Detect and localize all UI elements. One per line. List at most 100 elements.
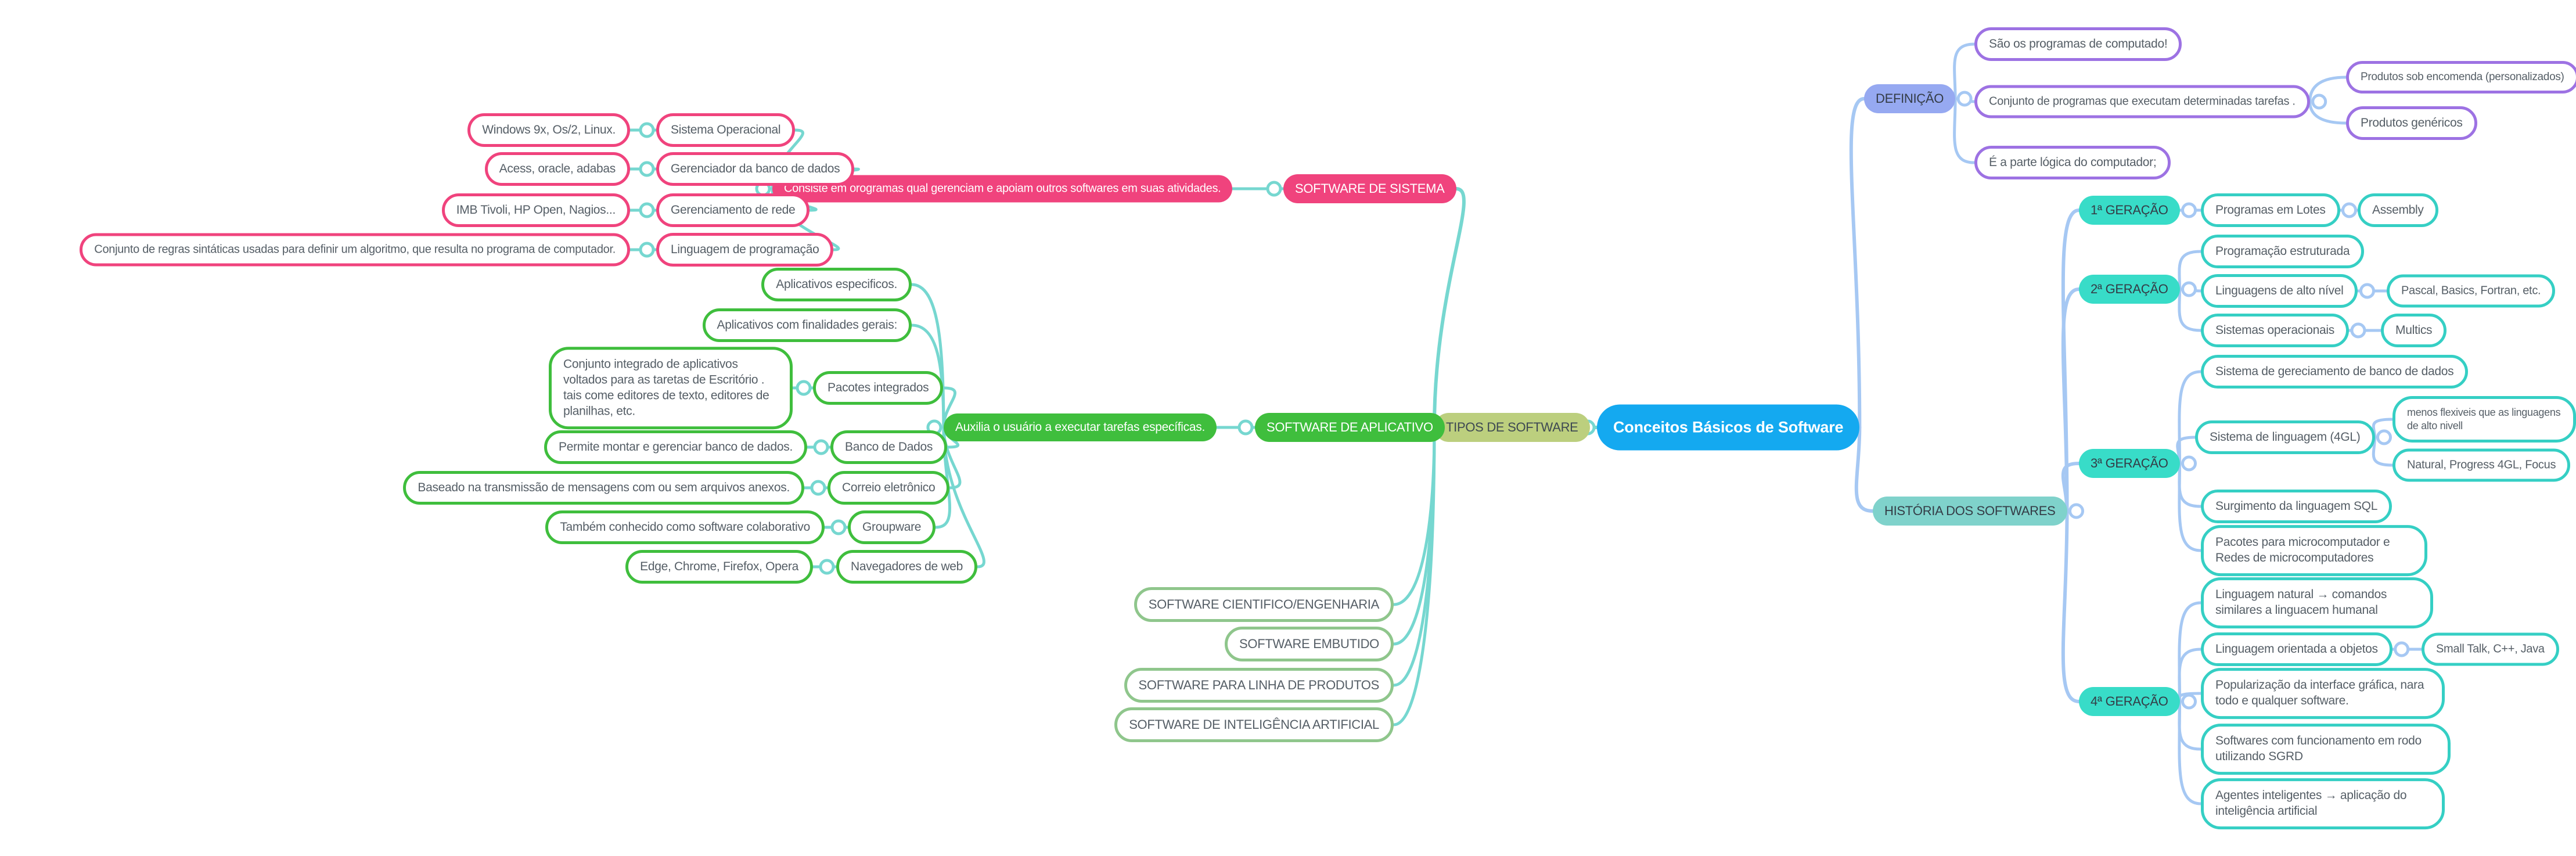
node-sao-label: São os programas de computado! xyxy=(1989,37,2168,51)
node-apger-label: Aplicativos com finalidades gerais: xyxy=(717,318,898,332)
node-win[interactable]: Windows 9x, Os/2, Linux. xyxy=(467,113,630,147)
node-altonivel-label: Linguagens de alto nível xyxy=(2215,284,2344,297)
node-sob[interactable]: Produtos sob encomenda (personalizados) xyxy=(2346,61,2576,93)
node-g4[interactable]: 4ª GERAÇÃO xyxy=(2079,687,2180,716)
node-lingnat-label: Linguagem natural → comandos similares a… xyxy=(2215,588,2387,617)
node-small[interactable]: Small Talk, C++, Java xyxy=(2422,632,2559,666)
node-gerrede[interactable]: Gerenciamento de rede xyxy=(656,193,810,227)
node-tipos[interactable]: TIPOS DE SOFTWARE xyxy=(1434,413,1590,442)
node-central[interactable]: Conceitos Básicos de Software xyxy=(1597,404,1860,451)
node-lotes[interactable]: Programas em Lotes xyxy=(2201,193,2340,227)
node-gerbanco-label: Sistema de gereciamento de banco de dado… xyxy=(2215,365,2454,378)
node-agentes[interactable]: Agentes inteligentes → aplicação do inte… xyxy=(2201,778,2445,829)
node-pacint-label: Pacotes integrados xyxy=(828,381,929,394)
node-sql[interactable]: Surgimento da linguagem SQL xyxy=(2201,490,2392,523)
node-g4-label: 4ª GERAÇÃO xyxy=(2091,694,2168,708)
node-lingprog-label: Linguagem de programação xyxy=(671,243,819,256)
node-menos-label: menos flexiveis que as linguagens de alt… xyxy=(2407,406,2561,431)
node-pacint[interactable]: Pacotes integrados xyxy=(813,371,944,405)
node-gerbd-label: Gerenciador da banco de dados xyxy=(671,162,840,175)
node-sisops[interactable]: Sistemas operacionais xyxy=(2201,314,2349,347)
node-embut[interactable]: SOFTWARE EMBUTIDO xyxy=(1225,627,1394,661)
node-g2[interactable]: 2ª GERAÇÃO xyxy=(2079,275,2180,304)
node-sisops-label: Sistemas operacionais xyxy=(2215,323,2334,337)
node-func[interactable]: Softwares com funcionamento em rodo util… xyxy=(2201,724,2451,775)
node-lingnat[interactable]: Linguagem natural → comandos similares a… xyxy=(2201,577,2433,628)
node-imb-label: IMB Tivoli, HP Open, Nagios... xyxy=(456,203,616,217)
node-baseado-label: Baseado na transmissão de mensagens com … xyxy=(418,481,790,494)
node-conjint[interactable]: Conjunto integrado de aplicativos voltad… xyxy=(549,347,793,429)
node-bd[interactable]: Banco de Dados xyxy=(830,430,948,464)
node-linha[interactable]: SOFTWARE PARA LINHA DE PRODUTOS xyxy=(1124,668,1394,703)
node-gerbd[interactable]: Gerenciador da banco de dados xyxy=(656,152,855,186)
node-group[interactable]: Groupware xyxy=(848,510,936,544)
node-correio[interactable]: Correio eletrônico xyxy=(828,471,950,505)
node-swapp[interactable]: SOFTWARE DE APLICATIVO xyxy=(1255,413,1445,442)
node-tambem[interactable]: Também conhecido como software colaborat… xyxy=(545,510,825,544)
node-hist[interactable]: HISTÓRIA DOS SOFTWARES xyxy=(1873,497,2067,526)
node-apger[interactable]: Aplicativos com finalidades gerais: xyxy=(702,308,912,342)
node-cient[interactable]: SOFTWARE CIENTIFICO/ENGENHARIA xyxy=(1134,587,1394,622)
node-acess[interactable]: Acess, oracle, adabas xyxy=(484,152,630,186)
node-swsistema[interactable]: SOFTWARE DE SISTEMA xyxy=(1283,174,1456,203)
node-correio-label: Correio eletrônico xyxy=(842,481,936,494)
node-natural[interactable]: Natural, Progress 4GL, Focus xyxy=(2392,448,2571,482)
node-imb[interactable]: IMB Tivoli, HP Open, Nagios... xyxy=(441,193,630,227)
node-edge[interactable]: Edge, Chrome, Firefox, Opera xyxy=(625,550,813,584)
node-baseado[interactable]: Baseado na transmissão de mensagens com … xyxy=(403,471,804,505)
node-progest[interactable]: Programação estruturada xyxy=(2201,235,2365,268)
node-eaparte[interactable]: É a parte lógica do computador; xyxy=(1974,146,2171,179)
node-gerrede-label: Gerenciamento de rede xyxy=(671,203,796,217)
node-popular-label: Popularização da interface gráfica, nara… xyxy=(2215,678,2424,707)
node-lotes-label: Programas em Lotes xyxy=(2215,203,2326,217)
node-pacmicro[interactable]: Pacotes para microcomputador e Redes de … xyxy=(2201,525,2427,576)
node-conjprog-label: Conjunto de programas que executam deter… xyxy=(1989,95,2296,108)
node-eaparte-label: É a parte lógica do computador; xyxy=(1989,156,2157,169)
node-embut-label: SOFTWARE EMBUTIDO xyxy=(1239,636,1379,651)
node-sling[interactable]: Sistema de linguagem (4GL) xyxy=(2195,420,2375,454)
node-lingobj[interactable]: Linguagem orientada a objetos xyxy=(2201,632,2392,666)
node-natural-label: Natural, Progress 4GL, Focus xyxy=(2407,458,2556,472)
node-win-label: Windows 9x, Os/2, Linux. xyxy=(482,123,616,136)
node-tambem-label: Também conhecido como software colaborat… xyxy=(560,520,810,534)
node-permite-label: Permite montar e gerenciar banco de dado… xyxy=(559,440,793,454)
node-swsistema-label: SOFTWARE DE SISTEMA xyxy=(1295,181,1445,196)
node-auxilia[interactable]: Auxilia o usuário a executar tarefas esp… xyxy=(943,413,1217,441)
node-gen[interactable]: Produtos genéricos xyxy=(2346,106,2477,140)
node-permite[interactable]: Permite montar e gerenciar banco de dado… xyxy=(544,430,807,464)
node-popular[interactable]: Popularização da interface gráfica, nara… xyxy=(2201,668,2445,719)
node-naveg[interactable]: Navegadores de web xyxy=(836,550,978,584)
node-sao[interactable]: São os programas de computado! xyxy=(1974,27,2182,61)
node-auxilia-label: Auxilia o usuário a executar tarefas esp… xyxy=(955,420,1205,434)
node-assembly[interactable]: Assembly xyxy=(2358,193,2438,227)
node-group-label: Groupware xyxy=(862,520,922,534)
node-bd-label: Banco de Dados xyxy=(845,440,933,454)
node-g1[interactable]: 1ª GERAÇÃO xyxy=(2079,196,2180,225)
node-tipos-label: TIPOS DE SOFTWARE xyxy=(1446,420,1578,434)
node-sql-label: Surgimento da linguagem SQL xyxy=(2215,499,2378,513)
node-g3[interactable]: 3ª GERAÇÃO xyxy=(2079,449,2180,478)
node-gerbanco[interactable]: Sistema de gereciamento de banco de dado… xyxy=(2201,355,2469,389)
node-consiste-label: Consiste em orogramas qual gerenciam e a… xyxy=(784,182,1221,195)
node-def-label: DEFINIÇÃO xyxy=(1876,91,1944,106)
node-pascal[interactable]: Pascal, Basics, Fortran, etc. xyxy=(2387,274,2556,308)
node-sisop[interactable]: Sistema Operacional xyxy=(656,113,796,147)
node-regras[interactable]: Conjunto de regras sintáticas usadas par… xyxy=(80,233,630,267)
node-swapp-label: SOFTWARE DE APLICATIVO xyxy=(1267,420,1433,434)
node-ia-label: SOFTWARE DE INTELIGÊNCIA ARTIFICIAL xyxy=(1129,717,1379,732)
node-sling-label: Sistema de linguagem (4GL) xyxy=(2210,430,2361,444)
node-agentes-label: Agentes inteligentes → aplicação do inte… xyxy=(2215,789,2407,818)
node-pascal-label: Pascal, Basics, Fortran, etc. xyxy=(2401,284,2541,297)
node-apesp[interactable]: Aplicativos especificos. xyxy=(761,268,912,301)
node-linha-label: SOFTWARE PARA LINHA DE PRODUTOS xyxy=(1138,678,1380,692)
node-multics[interactable]: Multics xyxy=(2381,314,2447,347)
node-conjprog[interactable]: Conjunto de programas que executam deter… xyxy=(1974,85,2310,118)
node-altonivel[interactable]: Linguagens de alto nível xyxy=(2201,274,2358,308)
node-def[interactable]: DEFINIÇÃO xyxy=(1864,84,1956,113)
node-edge-label: Edge, Chrome, Firefox, Opera xyxy=(640,560,798,573)
node-small-label: Small Talk, C++, Java xyxy=(2436,642,2545,656)
node-ia[interactable]: SOFTWARE DE INTELIGÊNCIA ARTIFICIAL xyxy=(1114,707,1394,742)
node-menos[interactable]: menos flexiveis que as linguagens de alt… xyxy=(2392,395,2576,443)
node-lingprog[interactable]: Linguagem de programação xyxy=(656,233,834,267)
